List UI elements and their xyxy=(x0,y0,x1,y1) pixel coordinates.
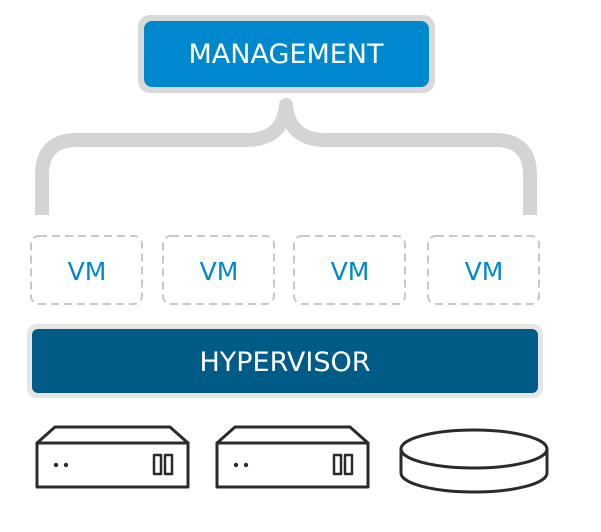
vm-label: VM xyxy=(331,257,370,286)
vm-label: VM xyxy=(465,257,504,286)
management-label: MANAGEMENT xyxy=(189,39,384,70)
storage-disk-icon xyxy=(399,428,549,494)
hypervisor-node: HYPERVISOR xyxy=(27,324,543,398)
vm-node: VM xyxy=(30,235,143,305)
vm-group: VM VM VM VM xyxy=(30,235,540,305)
vm-box xyxy=(30,235,143,305)
management-box xyxy=(144,21,429,87)
brace-connector xyxy=(35,98,537,215)
hypervisor-box xyxy=(32,329,538,393)
vm-node: VM xyxy=(162,235,275,305)
vm-label: VM xyxy=(68,257,107,286)
hypervisor-label: HYPERVISOR xyxy=(199,347,370,378)
management-node: MANAGEMENT xyxy=(138,15,435,93)
vm-node: VM xyxy=(293,235,406,305)
server-icon xyxy=(215,425,370,489)
vm-box xyxy=(427,235,540,305)
vm-label: VM xyxy=(200,257,239,286)
vm-node: VM xyxy=(427,235,540,305)
vm-box xyxy=(162,235,275,305)
vm-box xyxy=(293,235,406,305)
server-icon xyxy=(35,425,190,489)
